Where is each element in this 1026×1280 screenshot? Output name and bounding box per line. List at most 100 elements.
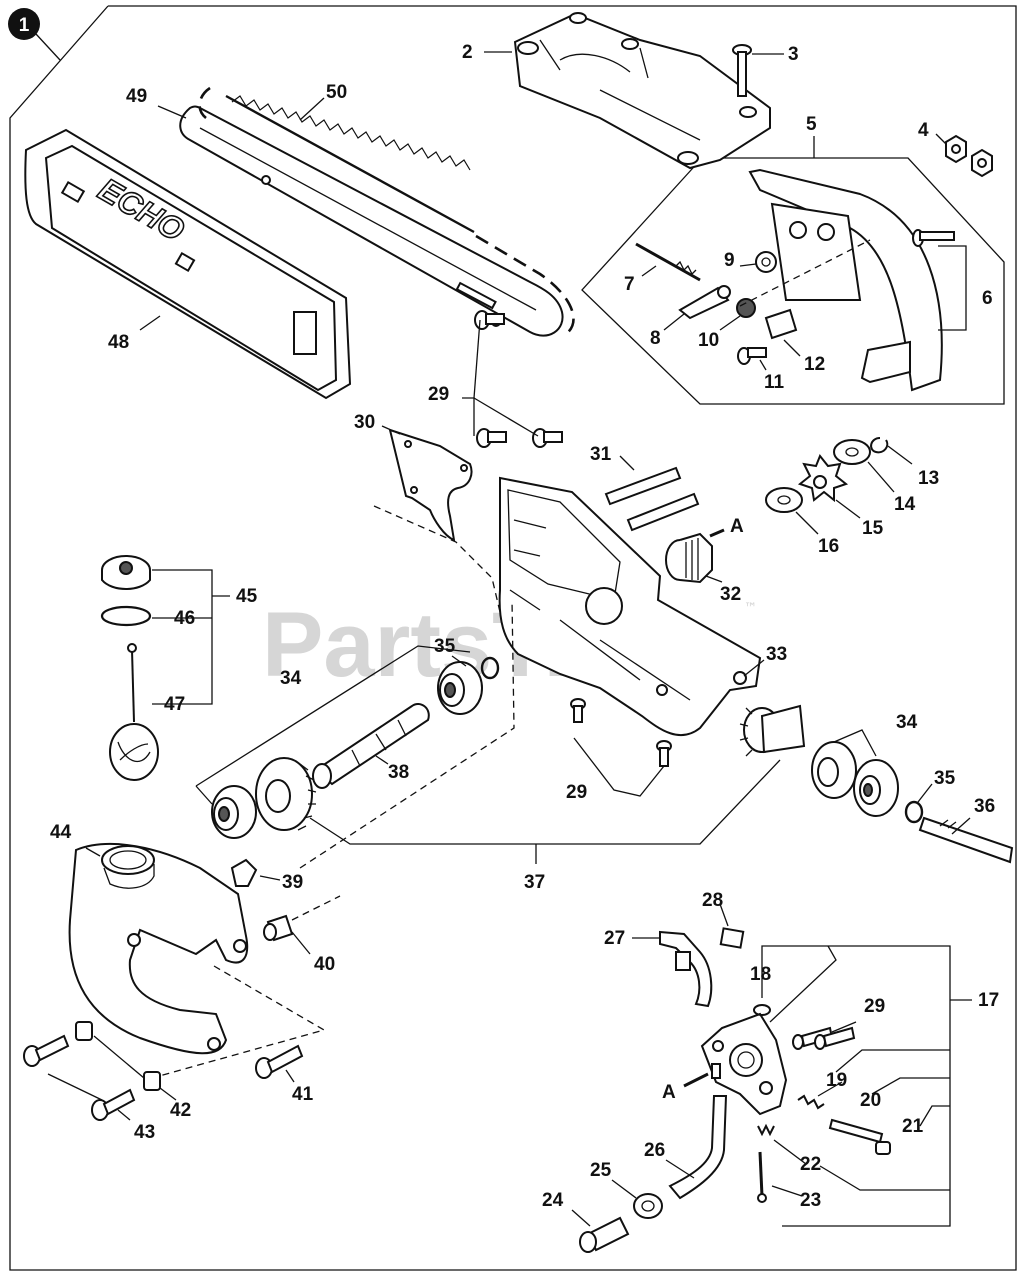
callout-bracket: [761, 945, 951, 1227]
guide-group-box: [581, 157, 1005, 405]
oil-hose-part: [659, 930, 713, 1008]
callout-number: 40: [314, 954, 335, 975]
callout-number: 10: [698, 330, 719, 351]
callout-number: 43: [134, 1122, 155, 1143]
callout-bracket: [819, 1165, 950, 1191]
callout-number: 7: [624, 274, 635, 295]
callout-bracket: [195, 785, 213, 805]
callout-number: 47: [164, 694, 185, 715]
callout-number: 11: [764, 372, 785, 393]
nut-part: [945, 134, 993, 178]
callout-labels: 2 3 4 5 6 7 8 9 10 11 12 13 14 15 16 17 …: [50, 42, 999, 1211]
callout-number: 28: [702, 890, 723, 911]
shaft-part: [312, 702, 430, 789]
housing-clamp-part: [513, 12, 771, 170]
bolt-part: [23, 1034, 136, 1121]
reference-label: A: [662, 1082, 676, 1103]
spring-part: [757, 1094, 825, 1137]
callout-bracket: [769, 945, 837, 1023]
callout-number: 29: [428, 384, 449, 405]
callout-bracket: [473, 319, 481, 399]
callout-number: 50: [326, 82, 347, 103]
bevel-gear-part: [739, 704, 806, 757]
callout-number: 31: [590, 444, 612, 465]
bolt-part: [570, 698, 672, 767]
gear-case-part: [498, 476, 762, 737]
callout-number: 8: [650, 328, 661, 349]
callout-bracket: [833, 729, 877, 757]
callout-bracket: [195, 645, 471, 787]
retaining-ring-part: [904, 800, 924, 824]
assembly-badge-number: 1: [19, 15, 30, 36]
frame-outline: [9, 5, 1017, 1271]
callout-bracket: [152, 569, 213, 705]
stud-part: [604, 466, 700, 532]
callout-number: 5: [806, 114, 817, 135]
reference-arrow: [709, 528, 725, 538]
spur-gear-part: [665, 532, 713, 584]
callout-leader: [831, 1021, 857, 1033]
callout-number: 29: [566, 782, 587, 803]
filter-element-part: [719, 927, 745, 949]
callout-number: 41: [292, 1084, 314, 1105]
callout-number: 42: [170, 1100, 191, 1121]
callout-number: 48: [108, 332, 129, 353]
callout-number: 44: [50, 822, 72, 843]
callout-bracket: [871, 1077, 950, 1095]
screw-part: [737, 347, 767, 365]
alignment-line: [373, 505, 501, 613]
callout-number: 34: [280, 668, 302, 689]
callout-number: 4: [918, 120, 929, 141]
washer-part: [833, 439, 871, 465]
o-ring-part: [100, 605, 152, 627]
callout-number: 13: [918, 468, 939, 489]
callout-number: 27: [604, 928, 625, 949]
retaining-ring-part: [480, 656, 500, 680]
watermark-trademark: ™: [744, 601, 757, 616]
bolt-part: [792, 1026, 856, 1050]
screw-part: [635, 242, 701, 282]
plunger-part: [828, 1118, 891, 1155]
callout-number: 26: [644, 1140, 665, 1161]
small-washer-part: [753, 1004, 771, 1016]
bearing-part: [211, 785, 257, 839]
saw-chain-part: [198, 86, 575, 336]
callout-number: 23: [800, 1190, 821, 1211]
bushing-part: [263, 914, 294, 942]
callout-number: 30: [354, 412, 375, 433]
oil-tube-part: [668, 1095, 728, 1200]
callout-leaders: [85, 51, 971, 1227]
oil-pump-part: [700, 1012, 788, 1116]
grommet-part: [633, 1193, 663, 1219]
washer-part: [765, 487, 803, 513]
callout-bracket: [919, 1105, 950, 1127]
callout-number: 20: [860, 1090, 881, 1111]
callout-number: 34: [896, 712, 918, 733]
sprocket-part: [797, 454, 849, 503]
bevel-gear-part: [255, 757, 317, 831]
bolt-part: [732, 44, 752, 97]
reference-arrow: [683, 1072, 709, 1088]
callout-bracket: [573, 737, 665, 797]
badge-leader: [35, 33, 61, 61]
alignment-line: [291, 895, 341, 921]
bearing-part: [437, 661, 483, 715]
callout-number: 12: [804, 354, 825, 375]
callout-number: 39: [282, 872, 303, 893]
callout-number: 29: [864, 996, 885, 1017]
callout-number: 25: [590, 1160, 612, 1181]
vent-part: [230, 858, 258, 887]
callout-bracket: [835, 1049, 950, 1073]
oil-tank-part: [68, 843, 249, 1055]
bolt-part: [912, 229, 955, 247]
callout-number: 37: [524, 872, 545, 893]
circlip-part: [870, 437, 889, 454]
callout-number: 6: [982, 288, 993, 309]
callout-bracket: [462, 397, 475, 436]
plate-part: [388, 428, 473, 542]
callout-number: 17: [978, 990, 999, 1011]
callout-number: 35: [934, 768, 956, 789]
callout-number: 33: [766, 644, 787, 665]
